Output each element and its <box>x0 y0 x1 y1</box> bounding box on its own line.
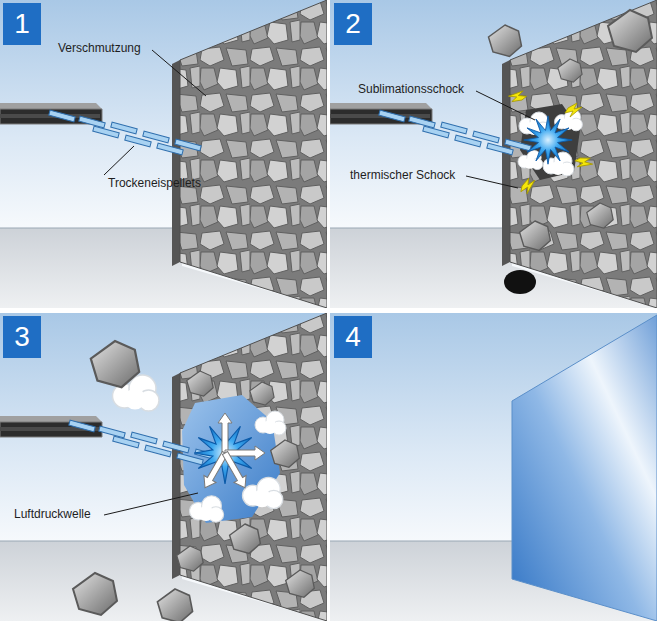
step-number: 2 <box>345 10 361 38</box>
callout-label: Trockeneispellets <box>108 176 201 190</box>
step-badge: 1 <box>3 3 41 45</box>
leader-lines <box>104 50 535 515</box>
step-number: 4 <box>345 323 361 351</box>
dirty-wall <box>502 0 657 308</box>
callout-label: Verschmutzung <box>58 41 141 55</box>
thermal-bolt <box>565 103 582 117</box>
panel-before <box>0 0 327 308</box>
callout-label: Luftdruckwelle <box>14 507 91 521</box>
callout-label: Sublimationsschock <box>358 82 464 96</box>
dry-ice-pellets <box>69 420 221 465</box>
step-number: 3 <box>14 323 30 351</box>
panel-clean <box>330 313 657 621</box>
step-number: 1 <box>14 10 30 38</box>
dry-ice-pellets <box>49 110 201 155</box>
step-badge: 3 <box>3 316 41 358</box>
dirty-wall <box>172 0 327 308</box>
dirty-wall <box>172 313 327 621</box>
clean-wall <box>512 315 657 621</box>
panel-blast <box>0 313 327 621</box>
callout-label: thermischer Schock <box>350 168 455 182</box>
panel-impact <box>330 0 657 308</box>
impact-star <box>524 116 572 164</box>
pressure-arrow <box>218 413 232 453</box>
step-badge: 2 <box>334 3 372 45</box>
dry-ice-pellets <box>379 110 531 155</box>
step-badge: 4 <box>334 316 372 358</box>
